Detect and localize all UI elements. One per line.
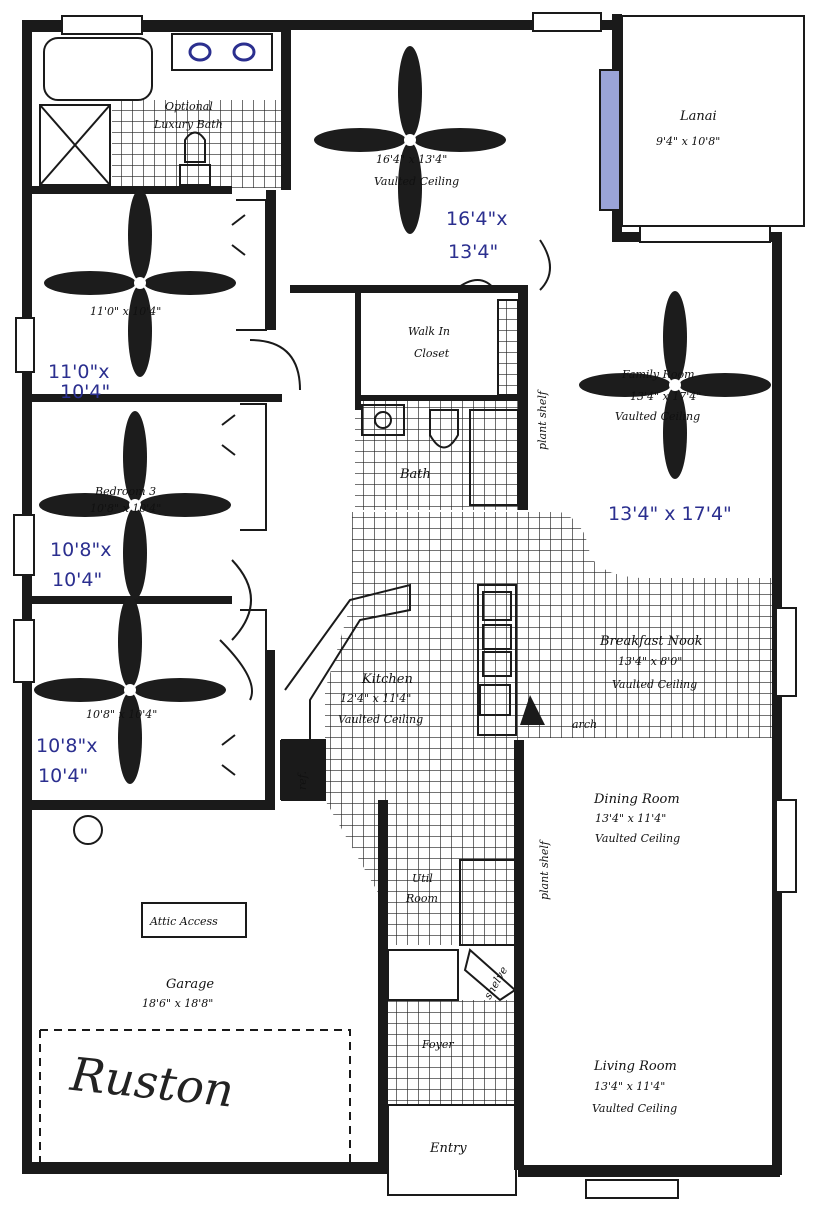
- arch-note: arch: [572, 718, 597, 731]
- hw-bed-mid-1: 10'8"x: [50, 539, 111, 561]
- foyer-name: Foyer: [421, 1038, 454, 1051]
- hw-family: 13'4" x 17'4": [608, 503, 732, 525]
- refrig-note: ref.: [296, 771, 309, 790]
- dining-name: Dining Room: [593, 792, 680, 807]
- foyer-tile-floor: [388, 1000, 516, 1105]
- hw-master-1: 16'4"x: [446, 208, 507, 230]
- breakfast-dims: 13'4" x 8'0": [618, 655, 682, 668]
- garage-dims: 18'6" x 18'8": [142, 997, 213, 1010]
- entry-name: Entry: [429, 1141, 467, 1156]
- living-name: Living Room: [593, 1059, 677, 1074]
- hall-bath-tile: [355, 400, 525, 510]
- dining-dims: 13'4" x 11'4": [595, 812, 666, 825]
- opt-bath-line2: Luxury Bath: [153, 118, 223, 131]
- garage-name: Garage: [166, 977, 214, 992]
- slider-door: [599, 69, 621, 211]
- opt-bath-line1: Optional: [165, 100, 213, 113]
- kitchen-dims: 12'4" x 11'4": [340, 692, 411, 705]
- ceiling-fan-bed-top: [44, 189, 236, 377]
- living-dims: 13'4" x 11'4": [594, 1080, 665, 1093]
- walk-in-line2: Closet: [414, 347, 450, 360]
- bed-mid-name: Bedroom 3: [94, 485, 156, 498]
- kitchen-name: Kitchen: [361, 672, 413, 687]
- ceiling-fan-family: [579, 291, 771, 479]
- lanai-outline: [621, 15, 805, 227]
- bath-tile-floor: [112, 100, 282, 188]
- bath-name: Bath: [399, 467, 431, 482]
- kitchen-tile-floor: [325, 512, 778, 945]
- hw-bed-low-1: 10'8"x: [36, 735, 97, 757]
- family-dims: 13'4" x 17'4": [630, 390, 701, 403]
- windows: [13, 12, 797, 1199]
- master-dims: 16'4" x 13'4": [376, 153, 447, 166]
- lanai-dims: 9'4" x 10'8": [656, 135, 720, 148]
- hw-bed-mid-2: 10'4": [52, 569, 102, 591]
- kitchen-ceiling: Vaulted Ceiling: [338, 713, 423, 726]
- hw-master-2: 13'4": [448, 241, 498, 263]
- hw-bed-top-2: 10'4": [60, 381, 110, 403]
- breakfast-name: Breakfast Nook: [599, 634, 703, 649]
- plant-shelf-note-1: plant shelf: [536, 389, 549, 450]
- interior-walls: [22, 30, 528, 1172]
- bed-mid-dims: 10'8" x 10'4": [90, 502, 161, 515]
- signature-ruston: Ruston: [67, 1047, 236, 1118]
- attic-access: Attic Access: [149, 915, 218, 928]
- bed-top-dims: 11'0" x 10'4": [90, 305, 161, 318]
- master-ceiling: Vaulted Ceiling: [374, 175, 459, 188]
- water-heater: [73, 815, 103, 845]
- bed-low-dims: 10'8" x 10'4": [86, 708, 157, 721]
- ceiling-fan-master: [314, 46, 506, 234]
- breakfast-ceiling: Vaulted Ceiling: [612, 678, 697, 691]
- family-name: Family Room: [621, 368, 695, 381]
- util-line1: Util: [412, 872, 433, 885]
- hw-bed-top-1: 11'0"x: [48, 361, 109, 383]
- plant-shelf-note-2: plant shelf: [538, 839, 551, 900]
- lanai-name: Lanai: [679, 109, 717, 124]
- hw-bed-low-2: 10'4": [38, 765, 88, 787]
- walk-in-line1: Walk In: [408, 325, 450, 338]
- dining-ceiling: Vaulted Ceiling: [595, 832, 680, 845]
- util-line2: Room: [405, 892, 438, 905]
- family-ceiling: Vaulted Ceiling: [615, 410, 700, 423]
- living-ceiling: Vaulted Ceiling: [592, 1102, 677, 1115]
